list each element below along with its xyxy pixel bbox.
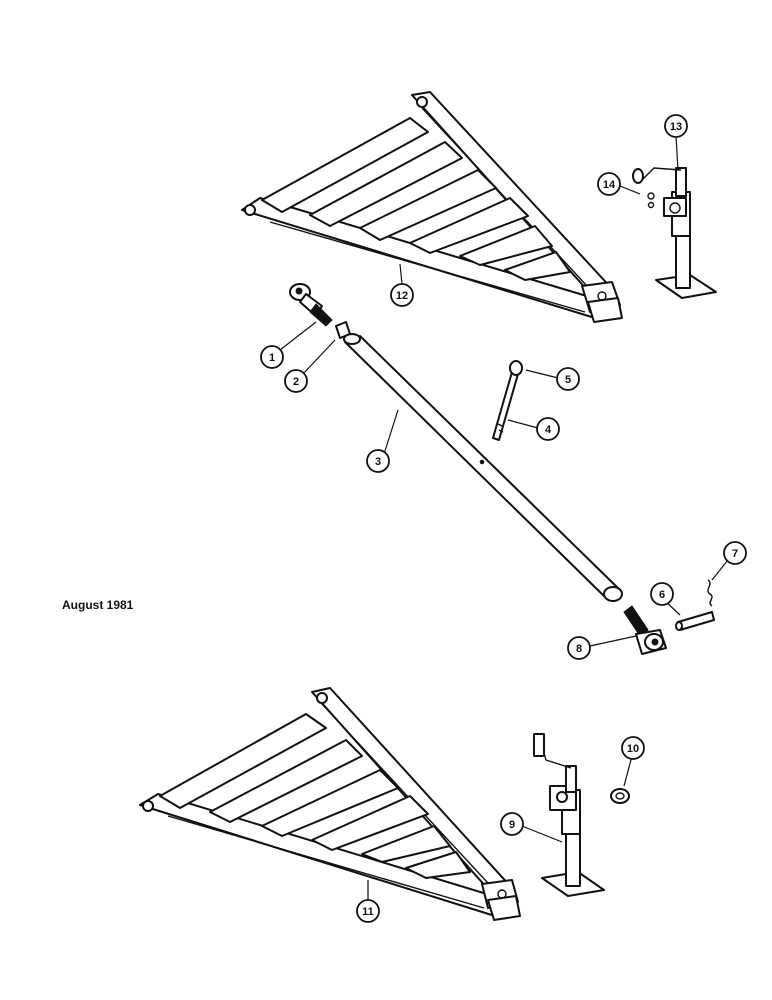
callout-label: 2 — [293, 376, 299, 388]
ring — [610, 788, 630, 804]
callout-9: 9 — [500, 812, 524, 836]
a-frame-upper — [241, 91, 623, 323]
callout-10: 10 — [621, 736, 645, 760]
callout-13: 13 — [664, 114, 688, 138]
callout-label: 6 — [659, 589, 665, 601]
callout-7: 7 — [723, 541, 747, 565]
callout-5: 5 — [556, 367, 580, 391]
callout-label: 7 — [732, 548, 738, 560]
callout-11: 11 — [356, 899, 380, 923]
callout-label: 14 — [603, 179, 616, 191]
callout-label: 1 — [269, 352, 275, 364]
callout-12: 12 — [390, 283, 414, 307]
callout-4: 4 — [536, 417, 560, 441]
jack-stand-lower — [533, 733, 605, 897]
callout-label: 8 — [576, 643, 582, 655]
callout-label: 3 — [375, 456, 381, 468]
callout-label: 5 — [565, 374, 571, 386]
callout-3: 3 — [366, 449, 390, 473]
tube — [343, 333, 623, 602]
date-note: August 1981 — [62, 598, 134, 612]
cap — [509, 360, 523, 376]
callout-8: 8 — [567, 636, 591, 660]
callout-label: 13 — [670, 121, 682, 133]
threaded-rod — [492, 371, 519, 441]
callout-1: 1 — [260, 345, 284, 369]
callout-label: 10 — [627, 743, 639, 755]
callout-6: 6 — [650, 582, 674, 606]
clip — [707, 579, 713, 607]
eye-bolt — [289, 283, 333, 327]
callout-label: 11 — [362, 906, 374, 918]
callout-2: 2 — [284, 369, 308, 393]
jack-stand-upper — [632, 167, 717, 299]
a-frame-lower — [139, 687, 521, 921]
callout-label: 4 — [545, 424, 552, 436]
callout-label: 9 — [509, 819, 515, 831]
callout-label: 12 — [396, 290, 408, 302]
callout-14: 14 — [597, 172, 621, 196]
pin — [675, 611, 715, 631]
eye-bolt-lower — [623, 605, 667, 655]
